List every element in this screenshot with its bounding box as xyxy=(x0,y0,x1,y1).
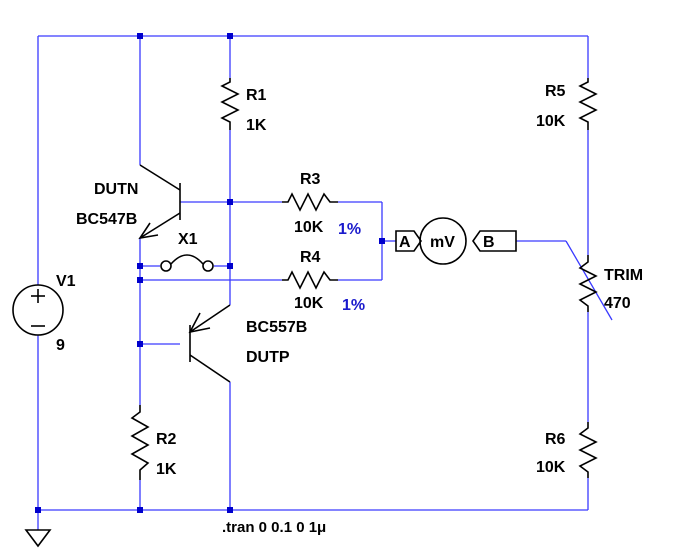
junction-x1-right xyxy=(227,263,233,269)
resistor-r6[interactable]: R6 10K xyxy=(536,422,598,478)
r2-value: 1K xyxy=(156,461,177,478)
junction-pnp-base xyxy=(137,341,143,347)
npn-emitter-arrow-icon xyxy=(138,222,159,240)
pnp-emitter-arrow-icon xyxy=(188,312,211,334)
trim-ref: TRIM xyxy=(604,267,643,284)
ground-symbol[interactable] xyxy=(24,529,52,548)
r6-ref: R6 xyxy=(545,431,566,448)
port-b-flag-icon xyxy=(472,230,517,252)
transistor-pnp-dutp[interactable]: BC557B DUTP xyxy=(188,304,307,383)
dutp-ref: DUTP xyxy=(246,349,290,366)
r1-value: 1K xyxy=(246,117,267,134)
source-v1[interactable]: V1 9 xyxy=(12,273,76,354)
resistor-icon xyxy=(282,192,338,212)
x1-ref: X1 xyxy=(178,231,198,248)
dutn-value: BC547B xyxy=(76,211,137,228)
port-a-flag-icon xyxy=(395,230,422,252)
resistor-icon xyxy=(578,422,598,478)
r4-value: 10K xyxy=(294,295,324,312)
voltmeter-mv[interactable]: A mV B xyxy=(395,217,517,265)
resistor-icon xyxy=(220,78,240,130)
npn-emitter-lead xyxy=(139,212,181,239)
meter-dial-icon xyxy=(419,217,467,265)
v1-value: 9 xyxy=(56,337,65,354)
potentiometer-icon xyxy=(578,255,598,312)
r4-ref: R4 xyxy=(300,249,321,266)
resistor-icon xyxy=(130,405,150,480)
voltage-source-icon xyxy=(12,284,64,336)
resistor-r3[interactable]: R3 10K 1% xyxy=(282,171,361,238)
r5-value: 10K xyxy=(536,113,566,130)
pnp-emitter-lead xyxy=(189,304,231,333)
junction-bottom-38 xyxy=(35,507,41,513)
dutp-value: BC557B xyxy=(246,319,307,336)
r2-ref: R2 xyxy=(156,431,177,448)
port-a-label: A xyxy=(399,234,411,251)
v1-ref: V1 xyxy=(56,273,76,290)
resistor-r1[interactable]: R1 1K xyxy=(220,78,267,134)
junction-x1-left xyxy=(137,263,143,269)
wires xyxy=(37,35,613,530)
resistor-r4[interactable]: R4 10K 1% xyxy=(282,249,365,314)
trim-value: 470 xyxy=(604,295,631,312)
junction-bottom-230 xyxy=(227,507,233,513)
junction-r4-left xyxy=(137,277,143,283)
dutn-ref: DUTN xyxy=(94,181,138,198)
pnp-collector-lead xyxy=(189,354,231,383)
spice-directive[interactable]: .tran 0 0.1 0 1μ xyxy=(222,519,326,536)
r6-value: 10K xyxy=(536,459,566,476)
meter-label: mV xyxy=(430,234,455,251)
wire-trim-wiper xyxy=(565,240,613,321)
terminal-right-icon xyxy=(202,260,214,272)
resistor-r5[interactable]: R5 10K xyxy=(536,78,598,130)
junction-sum xyxy=(379,238,385,244)
jumper-arc-icon xyxy=(170,254,204,265)
terminal-left-icon xyxy=(160,260,172,272)
port-b-label: B xyxy=(483,234,495,251)
junction-bottom-140 xyxy=(137,507,143,513)
r3-tolerance: 1% xyxy=(338,221,361,238)
junction-top-140 xyxy=(137,33,143,39)
r1-ref: R1 xyxy=(246,87,267,104)
r3-value: 10K xyxy=(294,219,324,236)
junction-r1-base xyxy=(227,199,233,205)
junction-top-230 xyxy=(227,33,233,39)
r4-tolerance: 1% xyxy=(342,297,365,314)
ground-icon xyxy=(24,529,52,548)
resistor-r2[interactable]: R2 1K xyxy=(130,405,177,480)
resistor-icon xyxy=(282,270,338,290)
jumper-x1[interactable]: X1 xyxy=(160,231,214,272)
transistor-npn-dutn[interactable]: DUTN BC547B xyxy=(76,164,181,240)
resistor-icon xyxy=(578,78,598,130)
r5-ref: R5 xyxy=(545,83,566,100)
junctions xyxy=(35,33,385,513)
potentiometer-trim[interactable]: TRIM 470 xyxy=(578,255,643,312)
r3-ref: R3 xyxy=(300,171,321,188)
npn-collector-lead xyxy=(139,164,181,191)
